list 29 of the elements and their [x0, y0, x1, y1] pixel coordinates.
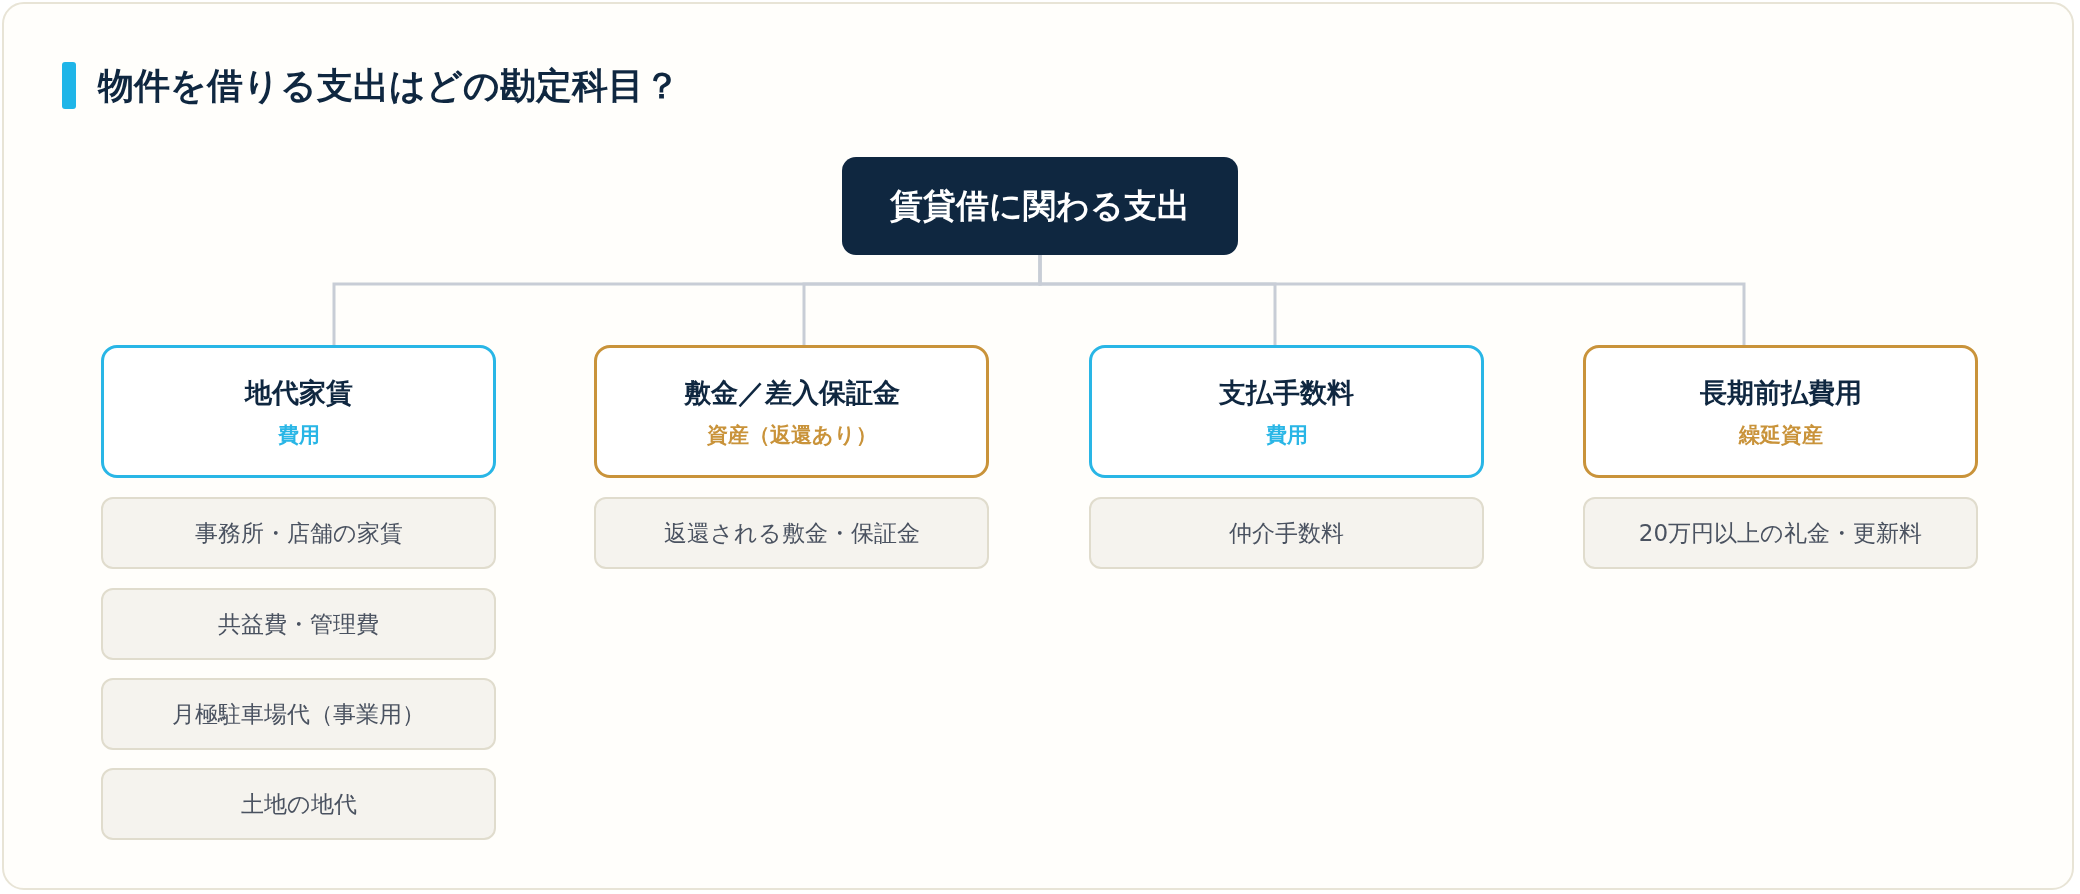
account-type-label: 費用	[277, 421, 320, 449]
root-label: 賃貸借に関わる支出	[890, 184, 1190, 227]
item-label: 20万円以上の礼金・更新料	[1638, 518, 1923, 548]
category-box	[1583, 345, 1978, 478]
category-box	[101, 345, 496, 478]
account-type-label: 費用	[1265, 421, 1308, 449]
account-type-label: 資産（返還あり）	[706, 421, 877, 449]
category-label: 敷金／差入保証金	[683, 375, 900, 410]
item-label: 月極駐車場代（事業用）	[172, 699, 425, 729]
item-box	[594, 497, 989, 569]
item-box	[101, 497, 496, 569]
item-label: 土地の地代	[240, 789, 357, 819]
item-box	[101, 678, 496, 750]
category-box	[1089, 345, 1484, 478]
item-label: 共益費・管理費	[218, 609, 379, 639]
account-type-label: 繰延資産	[1738, 421, 1823, 449]
category-box	[594, 345, 989, 478]
item-box	[101, 768, 496, 840]
item-box	[1583, 497, 1978, 569]
title: 物件を借りる支出はどの勘定科目？	[98, 64, 680, 108]
category-label: 地代家賃	[244, 375, 353, 410]
category-label: 長期前払費用	[1699, 375, 1862, 410]
item-box	[1089, 497, 1484, 569]
category-label: 支払手数料	[1219, 375, 1354, 410]
item-label: 事務所・店舗の家賃	[194, 518, 403, 548]
item-box	[101, 588, 496, 660]
item-label: 仲介手数料	[1229, 518, 1344, 548]
item-label: 返還される敷金・保証金	[663, 518, 920, 548]
root-box	[842, 157, 1238, 255]
